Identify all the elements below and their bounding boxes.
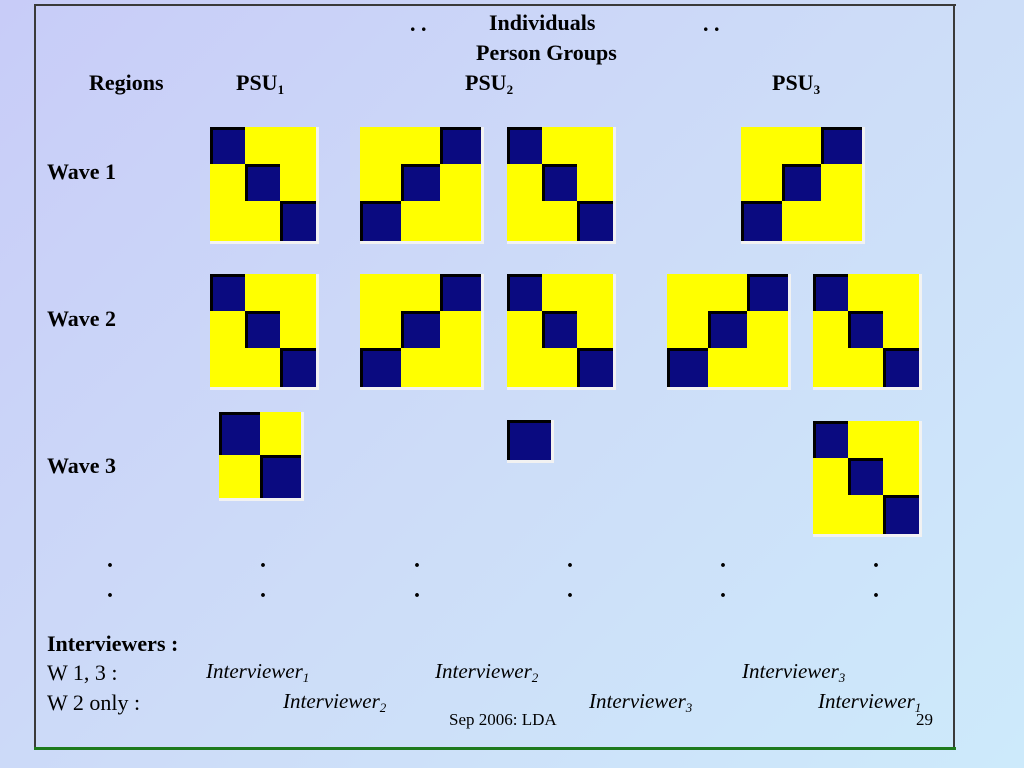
footer-date: Sep 2006: LDA bbox=[449, 710, 557, 729]
regions-label: Regions bbox=[89, 70, 164, 95]
matrix-block bbox=[507, 274, 542, 311]
ellipsis-dot: . bbox=[107, 577, 113, 603]
matrix-block bbox=[782, 164, 821, 201]
matrix-block bbox=[507, 420, 551, 460]
wave-1-psu2-matrix-b bbox=[507, 127, 616, 244]
w13-label: W 1, 3 : bbox=[47, 660, 118, 685]
matrix-block bbox=[245, 311, 280, 348]
ellipsis-dot: . bbox=[260, 547, 266, 573]
matrix-block bbox=[747, 274, 788, 311]
wave-1-psu1-matrix bbox=[210, 127, 319, 244]
ellipsis-dot: . bbox=[567, 577, 573, 603]
page-number: 29 bbox=[916, 710, 933, 729]
psu1-label: PSU1 bbox=[236, 70, 285, 97]
matrix-block bbox=[667, 348, 708, 387]
matrix-block bbox=[440, 274, 481, 311]
wave-2-psu3-matrix-b bbox=[813, 274, 922, 390]
wave-1-label: Wave 1 bbox=[47, 159, 117, 184]
ellipsis-dot: . bbox=[720, 577, 726, 603]
w2-interviewer-psu1: Interviewer2 bbox=[283, 689, 387, 715]
matrix-block bbox=[813, 274, 848, 311]
wave-1-psu2-matrix-a bbox=[360, 127, 484, 244]
matrix-block bbox=[210, 127, 245, 164]
person-groups-label: Person Groups bbox=[476, 40, 617, 65]
matrix-block bbox=[542, 311, 577, 348]
matrix-block bbox=[401, 311, 440, 348]
w13-interviewer-psu3: Interviewer3 bbox=[742, 659, 846, 685]
frame-left-border bbox=[34, 4, 36, 750]
matrix-block bbox=[440, 127, 481, 164]
frame-right-border bbox=[953, 4, 955, 750]
ellipsis-dot: . bbox=[567, 547, 573, 573]
ellipsis-dot: . bbox=[873, 577, 879, 603]
matrix-block bbox=[260, 455, 301, 498]
wave-3-psu2-matrix bbox=[507, 420, 554, 463]
matrix-block bbox=[401, 164, 440, 201]
w2-interviewer-psu3: Interviewer1 bbox=[818, 689, 922, 715]
ellipsis-dot: . bbox=[414, 577, 420, 603]
psu2-label: PSU2 bbox=[465, 70, 514, 97]
wave-2-label: Wave 2 bbox=[47, 306, 117, 331]
matrix-block bbox=[813, 421, 848, 458]
matrix-block bbox=[280, 348, 316, 387]
wave-2-psu3-matrix-a bbox=[667, 274, 791, 390]
ellipsis-dot: . bbox=[260, 577, 266, 603]
individuals-label: Individuals bbox=[489, 10, 596, 35]
header-dots-left: . . bbox=[410, 11, 427, 36]
wave-2-psu2-matrix-b bbox=[507, 274, 616, 390]
matrix-block bbox=[848, 311, 883, 348]
matrix-block bbox=[219, 412, 260, 455]
wave-2-psu1-matrix bbox=[210, 274, 319, 390]
matrix-block bbox=[542, 164, 577, 201]
matrix-block bbox=[577, 348, 613, 387]
matrix-block bbox=[708, 311, 747, 348]
w2-interviewer-psu2: Interviewer3 bbox=[589, 689, 693, 715]
matrix-block bbox=[883, 348, 919, 387]
frame-top-border bbox=[34, 4, 956, 6]
matrix-block bbox=[883, 495, 919, 534]
wave-3-psu3-matrix bbox=[813, 421, 922, 537]
ellipsis-dot: . bbox=[720, 547, 726, 573]
ellipsis-dot: . bbox=[414, 547, 420, 573]
ellipsis-dot: . bbox=[873, 547, 879, 573]
matrix-block bbox=[280, 201, 316, 241]
matrix-block bbox=[577, 201, 613, 241]
frame-bottom-border bbox=[34, 747, 956, 750]
psu3-label: PSU3 bbox=[772, 70, 821, 97]
matrix-block bbox=[507, 127, 542, 164]
wave-1-psu3-matrix bbox=[741, 127, 865, 244]
matrix-block bbox=[360, 201, 401, 241]
matrix-block bbox=[245, 164, 280, 201]
matrix-block bbox=[210, 274, 245, 311]
wave-3-label: Wave 3 bbox=[47, 453, 117, 478]
matrix-block bbox=[821, 127, 862, 164]
interviewers-title: Interviewers : bbox=[47, 631, 179, 656]
matrix-block bbox=[741, 201, 782, 241]
wave-3-psu1-matrix bbox=[219, 412, 304, 501]
w2-label: W 2 only : bbox=[47, 690, 141, 715]
ellipsis-dot: . bbox=[107, 547, 113, 573]
matrix-block bbox=[360, 348, 401, 387]
wave-2-psu2-matrix-a bbox=[360, 274, 484, 390]
w13-interviewer-psu1: Interviewer1 bbox=[206, 659, 310, 685]
w13-interviewer-psu2: Interviewer2 bbox=[435, 659, 539, 685]
header-dots-right: . . bbox=[703, 11, 720, 36]
matrix-block bbox=[848, 458, 883, 495]
